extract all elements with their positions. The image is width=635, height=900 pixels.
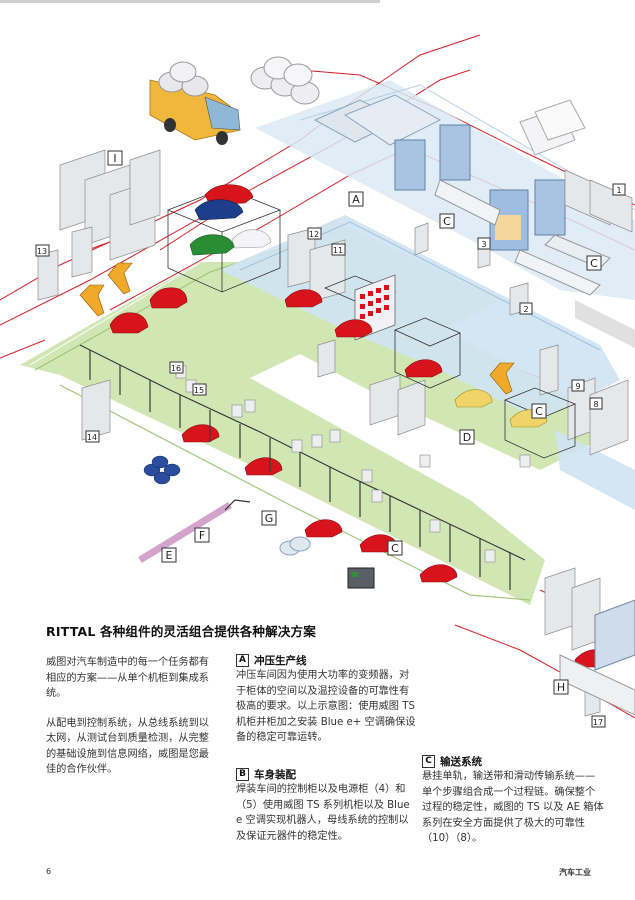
footer-section-name: 汽车工业 (559, 868, 591, 877)
callout-label-G: G (265, 512, 274, 525)
callout-C3: C (531, 403, 547, 419)
callout-label-C4: C (391, 542, 399, 555)
marker-13: 13 (37, 247, 47, 256)
callout-label-A: A (352, 193, 360, 206)
marker-3: 3 (481, 240, 486, 249)
callout-label-C3: C (535, 405, 543, 418)
marker-11: 11 (333, 246, 343, 255)
callout-label-C2: C (590, 257, 598, 270)
callout-label-D: D (463, 431, 471, 444)
e-line (138, 502, 232, 563)
section-body: 焊装车间的控制柜以及电源柜（4）和（5）使用威图 TS 系列机柜以及 Blue … (236, 784, 410, 842)
marker-12: 12 (309, 230, 319, 239)
marker-2: 2 (523, 305, 528, 314)
marker-8: 8 (593, 400, 598, 409)
steel-coils-icon (250, 56, 320, 105)
callout-A: A (348, 191, 364, 207)
marker-16: 16 (171, 364, 181, 373)
section-title: 车身装配 (254, 768, 296, 781)
overhead-conveyor (79, 344, 526, 590)
glass-panes-icon (279, 536, 311, 556)
marker-15: 15 (194, 386, 204, 395)
section-letter-badge: A (236, 653, 249, 667)
callout-F: F (194, 527, 210, 543)
section-body: 悬挂单轨，输送带和滑动传输系统——单个步骤组合成一个过程链。确保整个过程的稳定性… (422, 771, 604, 844)
callout-label-F: F (199, 529, 205, 542)
intro-text: 威图对汽车制造中的每一个任务都有相应的方案——从单个机柜到集成系统。 从配电到控… (46, 655, 216, 792)
callouts: I A C C C D C G F E H (107, 150, 602, 695)
part-cart-icon (224, 499, 251, 511)
top-decorative-bar (0, 0, 380, 3)
marker-9: 9 (575, 382, 580, 391)
callout-D: D (459, 429, 475, 445)
intro-paragraph-2: 从配电到控制系统，从总线系统到以太网，从测试台到质量检测，从完整的基础设施到信息… (46, 717, 209, 776)
h-conveyor (559, 599, 635, 716)
page-title: RITTAL 各种组件的灵活组合提供各种解决方案 (46, 624, 316, 639)
intro-paragraph-1: 威图对汽车制造中的每一个任务都有相应的方案——从单个机柜到集成系统。 (46, 657, 209, 699)
marker-17: 17 (593, 718, 603, 727)
callout-label-E: E (166, 549, 173, 562)
factory-illustration: I A C C C D C G F E H 1 2 3 8 9 11 12 13… (0, 34, 635, 728)
section-title: 冲压生产线 (254, 654, 307, 667)
number-markers: 1 2 3 8 9 11 12 13 14 15 16 17 (35, 183, 626, 728)
marker-1: 1 (616, 186, 621, 195)
section-body: 冲压车间因为使用大功率的变频器，对于柜体的空间以及温控设备的可靠性有极高的要求。… (236, 670, 416, 743)
seats-icon (143, 455, 181, 485)
truck-icon (149, 61, 241, 145)
callout-C2: C (586, 255, 602, 271)
callout-label-H: H (557, 681, 565, 694)
section-body-assembly: B 车身装配 焊装车间的控制柜以及电源柜（4）和（5）使用威图 TS 系列机柜以及… (236, 767, 418, 844)
section-letter-badge: B (236, 767, 249, 781)
section-conveyor: C 输送系统 悬挂单轨，输送带和滑动传输系统——单个步骤组合成一个过程链。确保整个… (422, 754, 604, 847)
callout-G: G (261, 510, 277, 526)
callout-label-I: I (113, 152, 116, 165)
section-letter-badge: C (422, 754, 435, 768)
callout-C1: C (439, 213, 455, 229)
callout-E: E (161, 547, 177, 563)
marker-14: 14 (87, 433, 97, 442)
car-bodies-other (189, 199, 548, 428)
section-title: 输送系统 (440, 755, 482, 768)
callout-C4: C (387, 540, 403, 556)
callout-I: I (107, 150, 123, 166)
callout-H: H (553, 679, 569, 695)
robot-arms (79, 262, 515, 395)
section-press-line: A 冲压生产线 冲压车间因为使用大功率的变频器，对于柜体的空间以及温控设备的可靠性… (236, 653, 418, 746)
page-number: 6 (46, 867, 52, 876)
engine-icon (347, 567, 375, 589)
callout-label-C1: C (443, 215, 451, 228)
